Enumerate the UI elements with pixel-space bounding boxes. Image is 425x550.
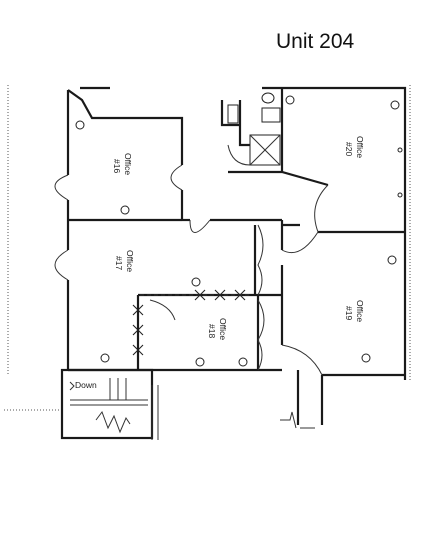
outlet-icon (390, 100, 400, 110)
outlet-icon (397, 147, 403, 153)
room-name: Office (123, 153, 133, 175)
room-number: #16 (112, 159, 122, 173)
room-number: #20 (344, 142, 354, 156)
room-number: #18 (207, 324, 217, 338)
door-16-hall (170, 164, 183, 191)
cabinet (227, 104, 239, 124)
door-office-20 (314, 184, 329, 233)
sink (261, 107, 281, 123)
outlet-icon (397, 192, 403, 198)
toilet-icon (261, 92, 275, 104)
exit-corridor (280, 370, 324, 429)
door-office-20-19 (281, 231, 319, 254)
outlet-icon (387, 255, 397, 265)
outlet-symbols (75, 95, 403, 367)
stairwell: Down (60, 368, 159, 440)
outlet-icon (100, 353, 110, 363)
outer-walls (66, 86, 407, 380)
room-name: Office (355, 300, 365, 322)
room-name: Office (355, 136, 365, 158)
room-number: #19 (344, 306, 354, 320)
door-swings (54, 144, 329, 376)
room-name: Office (218, 318, 228, 340)
restroom-fixtures (227, 92, 281, 166)
door-17-hall (189, 219, 211, 233)
door-office-17 (54, 249, 69, 281)
outlet-icon (120, 205, 130, 215)
door-office-16 (54, 174, 69, 201)
stair-label: Down (75, 380, 97, 390)
room-label-office-18: Office #18 (207, 318, 228, 340)
outlet-icon (195, 357, 205, 367)
door-office-18 (149, 299, 176, 321)
room-label-office-19: Office #19 (344, 300, 365, 322)
door-closet (257, 224, 264, 296)
room-label-office-17: Office #17 (114, 250, 135, 272)
room-name: Office (125, 250, 135, 272)
outlet-icon (191, 277, 201, 287)
arrow-icon (69, 381, 75, 391)
outlet-icon (75, 120, 85, 130)
outlet-icon (238, 357, 248, 367)
door-closet-18 (257, 299, 265, 371)
interior-walls (68, 218, 405, 370)
door-office-19 (281, 344, 323, 376)
outlet-icon (285, 95, 295, 105)
demolition-marks (132, 289, 250, 356)
door-restroom (227, 144, 251, 166)
unit-title: Unit 204 (276, 30, 355, 53)
room-number: #17 (114, 256, 124, 270)
room-label-office-20: Office #20 (344, 136, 365, 158)
outlet-icon (361, 353, 371, 363)
room-label-office-16: Office #16 (112, 153, 133, 175)
